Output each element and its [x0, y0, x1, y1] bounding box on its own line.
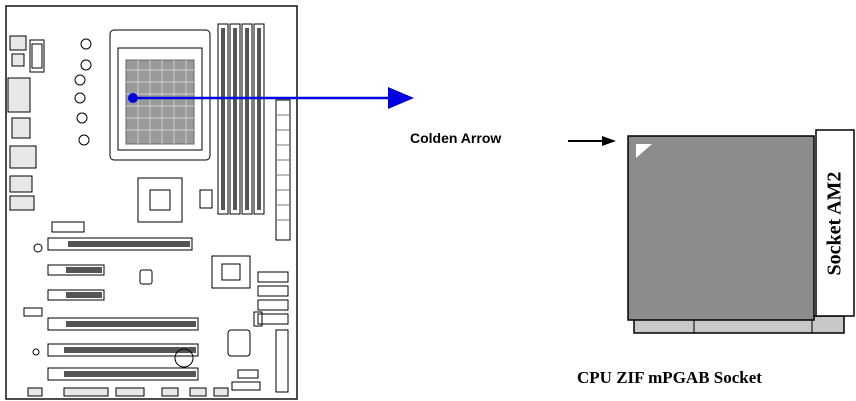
socket-side-tab: Socket AM2 — [816, 130, 854, 316]
golden-arrow-pointer-icon — [568, 136, 616, 146]
arrow-right-icon — [128, 87, 414, 109]
cpu-socket-icon — [627, 129, 855, 334]
golden-arrow-label: Colden Arrow — [410, 130, 502, 146]
motherboard-layout-icon — [5, 5, 298, 400]
socket-caption: CPU ZIF mPGAB Socket — [577, 368, 762, 387]
socket-type-label: Socket AM2 — [823, 171, 846, 275]
